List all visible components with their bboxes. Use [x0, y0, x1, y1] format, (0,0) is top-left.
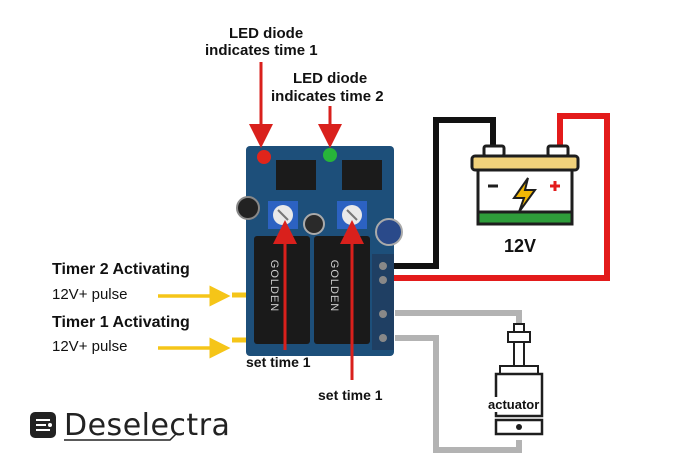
- timer2-pulse: 12V+ pulse: [52, 286, 128, 303]
- ic-chip-2: [342, 160, 382, 190]
- set-time-left-label: set time 1: [246, 354, 311, 370]
- capacitor: [375, 218, 403, 246]
- red-wire: [385, 113, 610, 281]
- relay-2-brand: GOLDEN: [328, 259, 341, 313]
- lightning-bolt-icon: [512, 177, 537, 213]
- gray-wire-bottom: [395, 335, 522, 453]
- black-wire: [385, 117, 496, 269]
- terminal-block: [372, 254, 394, 350]
- timer-board: [236, 146, 403, 356]
- led2-label-line2: indicates time 2: [271, 88, 384, 105]
- capacitor: [303, 213, 325, 235]
- logo-icon: [30, 412, 56, 438]
- set-time-right-label: set time 1: [318, 387, 383, 403]
- led2-label-line1: LED diode: [293, 70, 368, 87]
- timer1-title: Timer 1 Activating: [52, 314, 190, 331]
- battery-voltage-label: 12V: [504, 236, 537, 256]
- actuator-icon: [494, 323, 544, 436]
- led1-label-line2: indicates time 1: [205, 42, 318, 59]
- timer1-pulse: 12V+ pulse: [52, 338, 128, 355]
- gray-wire-top: [395, 310, 522, 330]
- ic-chip-1: [276, 160, 316, 190]
- relay-1-brand: GOLDEN: [268, 259, 281, 313]
- logo-underline: [64, 433, 177, 441]
- actuator-label: actuator: [487, 397, 541, 412]
- battery-icon: [470, 144, 580, 226]
- relay-1: [254, 236, 310, 344]
- capacitor: [236, 196, 260, 220]
- led1-label-line1: LED diode: [229, 25, 304, 42]
- relay-2: [314, 236, 370, 344]
- timer2-title: Timer 2 Activating: [52, 261, 190, 278]
- red-led: [257, 150, 271, 164]
- green-led: [323, 148, 337, 162]
- logo-text: Deselectra: [64, 408, 231, 443]
